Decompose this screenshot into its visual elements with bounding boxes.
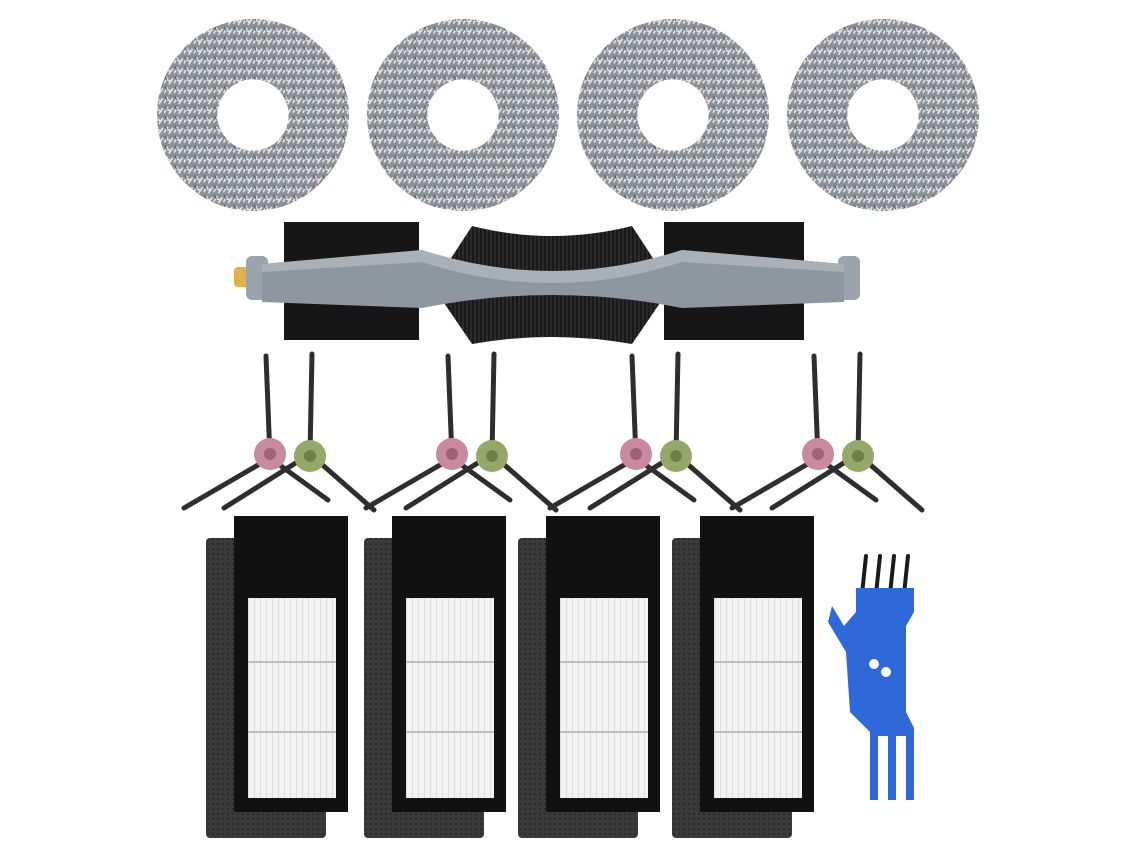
hepa-filter-2 (364, 516, 506, 838)
mop-pad-3 (576, 18, 770, 212)
mop-pad-1 (156, 18, 350, 212)
side-brush-pair-2 (363, 351, 559, 513)
hepa-filter-4 (672, 516, 814, 838)
hepa-filter-1 (206, 516, 348, 838)
side-brush-pair-4 (729, 351, 925, 513)
side-brush-pair-3 (547, 351, 743, 513)
side-brush-pair-1 (181, 351, 377, 513)
mop-pad-4 (786, 18, 980, 212)
main-roller-brush (234, 222, 860, 344)
hepa-filter-3 (518, 516, 660, 838)
mop-pad-2 (366, 18, 560, 212)
cleaning-tool (828, 554, 914, 800)
